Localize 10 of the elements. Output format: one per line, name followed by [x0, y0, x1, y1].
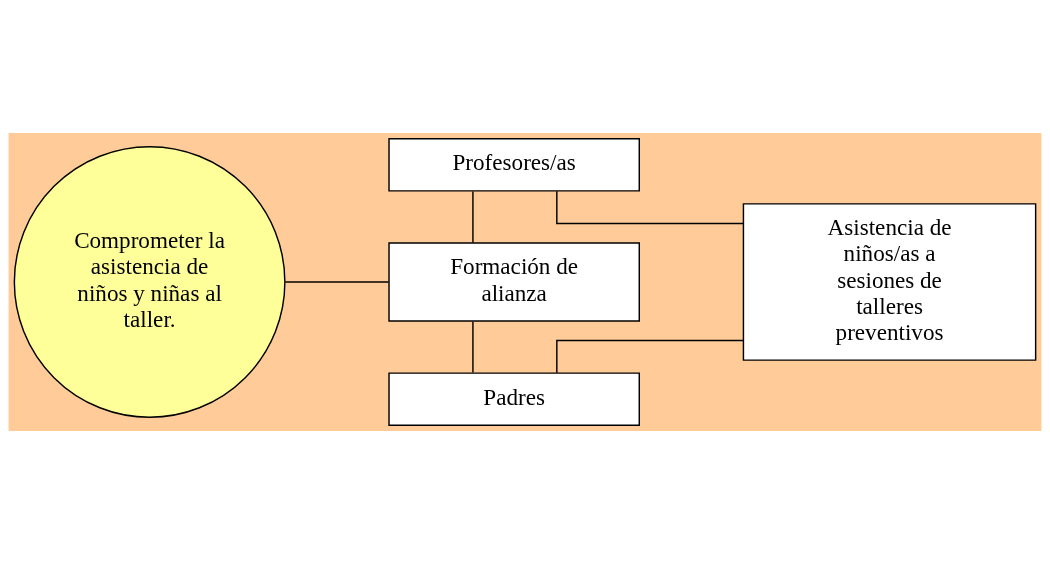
connector: [284, 280, 390, 283]
node-circle: Comprometer la asistencia de niños y niñas al taller.: [13, 145, 286, 418]
connector: [556, 339, 744, 373]
connector: [556, 190, 744, 224]
node-box: Profesores/as: [388, 137, 640, 192]
node-box: Asistencia de niños/as a sesiones de talleres preventivos: [742, 202, 1037, 361]
connector: [472, 190, 474, 243]
node-box: Formación de alianza: [388, 241, 640, 322]
connector: [472, 320, 474, 373]
node-box: Padres: [388, 371, 640, 426]
